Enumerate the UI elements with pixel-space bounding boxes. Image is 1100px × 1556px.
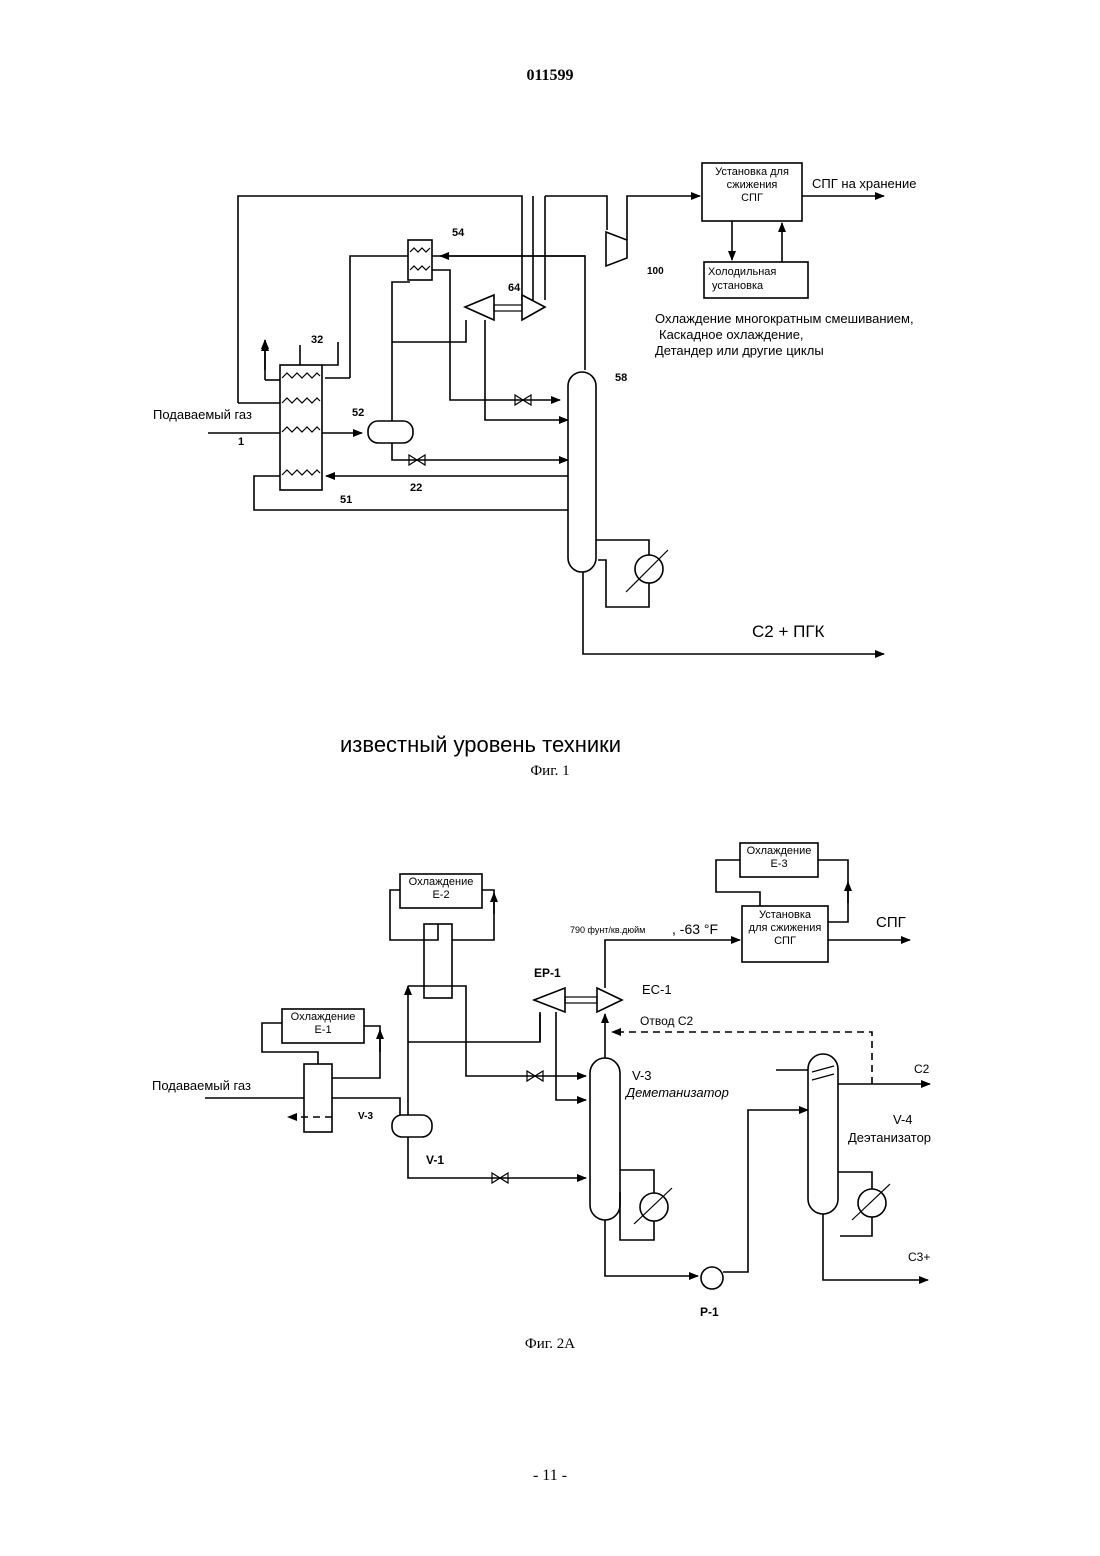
c2-draw-label: Отвод С2 (640, 1014, 693, 1028)
cooling-e2-label: Охлаждение E-2 (400, 876, 482, 902)
expander-ep1 (534, 988, 565, 1012)
e2-line-1: Охлаждение (400, 876, 482, 889)
temperature-label: , -63 °F (672, 921, 718, 937)
figure-1 (208, 163, 884, 654)
plant-line-2: для сжижения (742, 922, 828, 935)
tag-100: 100 (647, 266, 664, 277)
lng-to-storage-label: СПГ на хранение (812, 176, 916, 191)
fig2-feed-label: Подаваемый газ (152, 1078, 251, 1093)
tag-52: 52 (352, 407, 364, 419)
deethanizer-v4 (808, 1054, 838, 1214)
prior-art-caption: известный уровень техники (340, 732, 621, 758)
tag-32: 32 (311, 334, 323, 346)
plant-line-3: СПГ (742, 935, 828, 948)
expander-64 (465, 295, 494, 320)
lng-plant-line-2: сжижения (704, 179, 800, 192)
lng-output-label: СПГ (876, 914, 906, 931)
v3-label: V-3 (632, 1068, 652, 1083)
lng-plant-label: Установка для сжижения СПГ (704, 166, 800, 205)
ec1-label: EC-1 (642, 982, 672, 997)
e1-line-2: E-1 (282, 1024, 364, 1037)
heat-exchanger-54 (408, 240, 432, 280)
refrig-line-2: установка (708, 279, 804, 293)
lng-plant-line-3: СПГ (704, 192, 800, 205)
lng-plant-line-1: Установка для (704, 166, 800, 179)
tag-1: 1 (238, 436, 244, 448)
c2-output-label: C2 (914, 1062, 929, 1076)
tag-54: 54 (452, 227, 464, 239)
exchanger-e1 (304, 1064, 332, 1132)
page-number: - 11 - (0, 1467, 1100, 1485)
demethanizer-label: Деметанизатор (626, 1085, 729, 1100)
pump-p1 (701, 1267, 723, 1289)
e2-line-2: E-2 (400, 889, 482, 902)
separator-v1 (392, 1115, 432, 1137)
cooling-e1-label: Охлаждение E-1 (282, 1011, 364, 1037)
demethanizer-column-58 (568, 372, 596, 572)
reboiler-v4 (858, 1189, 886, 1217)
v3-small-label: V-3 (358, 1111, 373, 1122)
bottoms-label: C2 + ПГК (752, 622, 824, 642)
e3-line-2: E-3 (740, 858, 818, 871)
refrig-unit-label: Холодильная установка (708, 265, 804, 293)
fig1-caption: Фиг. 1 (0, 763, 1100, 780)
tag-51: 51 (340, 494, 352, 506)
lng-plant-2a-label: Установка для сжижения СПГ (742, 909, 828, 948)
tag-58: 58 (615, 372, 627, 384)
cycle-notes: Охлаждение многократным смешиванием, Кас… (655, 311, 914, 359)
v1-label: V-1 (426, 1153, 444, 1167)
deethanizer-label: Деэтанизатор (848, 1130, 931, 1145)
tag-64: 64 (508, 282, 520, 294)
demethanizer-v3 (590, 1058, 620, 1220)
note-line-2: Каскадное охлаждение, (655, 327, 914, 343)
reboiler-v3 (640, 1193, 668, 1221)
v4-label: V-4 (893, 1112, 913, 1127)
note-line-1: Охлаждение многократным смешиванием, (655, 311, 914, 327)
cooling-e3-label: Охлаждение E-3 (740, 845, 818, 871)
compressor-100 (606, 232, 627, 266)
ep1-label: EP-1 (534, 966, 561, 980)
refrig-line-1: Холодильная (708, 265, 804, 279)
tag-22: 22 (410, 482, 422, 494)
plant-line-1: Установка (742, 909, 828, 922)
compressor-ec1 (597, 988, 622, 1012)
e3-line-1: Охлаждение (740, 845, 818, 858)
e1-line-1: Охлаждение (282, 1011, 364, 1024)
fig1-feed-label: Подаваемый газ (153, 407, 252, 422)
c3-output-label: C3+ (908, 1250, 930, 1264)
note-line-3: Детандер или другие циклы (655, 343, 914, 359)
separator-52 (368, 421, 413, 443)
pressure-label: 790 фунт/кв.дюйм (570, 925, 645, 935)
p1-label: P-1 (700, 1305, 719, 1319)
fig2a-caption: Фиг. 2А (0, 1336, 1100, 1353)
